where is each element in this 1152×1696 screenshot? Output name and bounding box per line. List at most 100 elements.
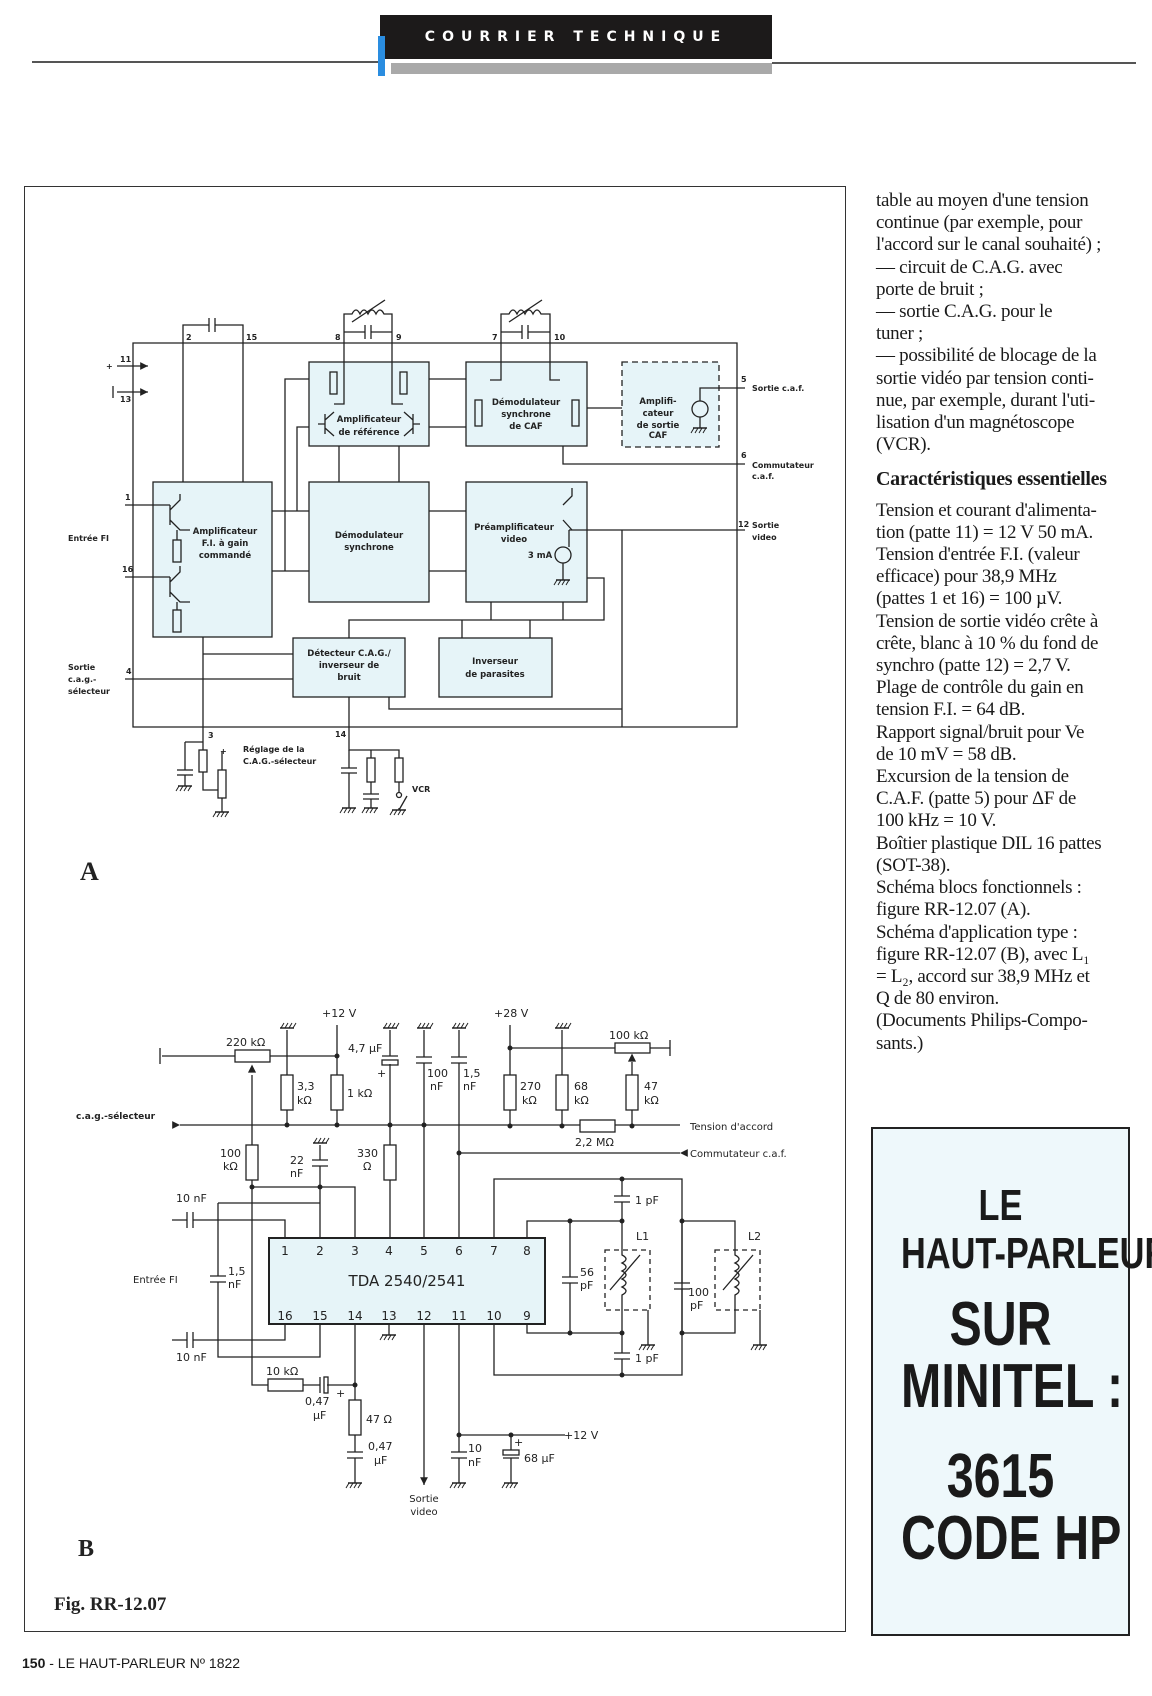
r-47k-label-1: 47 bbox=[644, 1080, 658, 1093]
current-source-label: 3 mA bbox=[528, 551, 553, 561]
spec-line: Plage de contrôle du gain en bbox=[876, 677, 1084, 699]
block-diagram-a bbox=[112, 299, 745, 812]
agc-out-label-1: Sortie bbox=[68, 663, 96, 672]
r-68k-label-2: kΩ bbox=[574, 1094, 589, 1107]
intro-line: continue (par exemple, pour bbox=[876, 212, 1083, 234]
coil-l2-label: L2 bbox=[748, 1230, 761, 1243]
spec-line: Schéma blocs fonctionnels : bbox=[876, 877, 1082, 899]
pin-2: 2 bbox=[186, 333, 192, 342]
r-2m2-label: 2,2 MΩ bbox=[575, 1136, 614, 1149]
agc-detector-label-3: bruit bbox=[337, 673, 360, 683]
spec-line: Schéma d'application type : bbox=[876, 921, 1078, 943]
ic-pin-14: 14 bbox=[347, 1309, 362, 1323]
pin-16: 16 bbox=[122, 565, 134, 574]
ic-pin-12: 12 bbox=[416, 1309, 431, 1323]
section-banner bbox=[380, 15, 772, 59]
intro-line: tuner ; bbox=[876, 323, 923, 345]
ic-pin-3: 3 bbox=[351, 1244, 359, 1258]
sync-demod-label-1: Démodulateur bbox=[335, 530, 404, 541]
spec-line: Tension et courant d'alimenta- bbox=[876, 499, 1097, 521]
afc-demod-label-2: synchrone bbox=[501, 410, 551, 420]
if-amp-label-1: Amplificateur bbox=[193, 527, 258, 537]
afc-out-label-3: de sortie bbox=[637, 421, 680, 431]
pin-7: 7 bbox=[492, 333, 498, 342]
c-047a-label-2: µF bbox=[313, 1409, 326, 1422]
spec-line: Tension d'entrée F.I. (valeur bbox=[876, 544, 1080, 566]
c-047b-label-1: 0,47 bbox=[368, 1440, 393, 1453]
block-sync-demodulator bbox=[308, 481, 430, 603]
intro-line: l'accord sur le canal souhaité) ; bbox=[876, 234, 1102, 256]
pin-6: 6 bbox=[741, 451, 747, 460]
spec-line: Excursion de la tension de bbox=[876, 766, 1069, 788]
intro-line: — circuit de C.A.G. avec bbox=[876, 256, 1063, 278]
intro-line: nue, par exemple, durant l'uti- bbox=[876, 389, 1095, 411]
header-rule-left bbox=[32, 61, 378, 63]
ic-pin-15: 15 bbox=[312, 1309, 327, 1323]
r-68k-label-1: 68 bbox=[574, 1080, 588, 1093]
c-047a-plus: + bbox=[336, 1387, 345, 1400]
sync-demod-label-2: synchrone bbox=[344, 543, 394, 553]
r-47k-label-2: kΩ bbox=[644, 1094, 659, 1107]
agc-detector-label-2: inverseur de bbox=[319, 661, 380, 671]
c-1n5-label-1: 1,5 bbox=[463, 1067, 481, 1080]
ad-line-le: LE bbox=[978, 1181, 1023, 1230]
junction-dots-b bbox=[249, 1045, 685, 1438]
supply-12v-label: +12 V bbox=[322, 1007, 357, 1020]
ic-pin-11: 11 bbox=[451, 1309, 466, 1323]
c-10n-bottom-label: 10 nF bbox=[176, 1351, 207, 1364]
pin-11: 11 bbox=[120, 355, 132, 364]
publication-name: - LE HAUT-PARLEUR Nº 1822 bbox=[45, 1655, 241, 1671]
if-input-label: Entrée FI bbox=[68, 533, 109, 543]
afc-switch-label-2: c.a.f. bbox=[752, 472, 774, 481]
agc-out-label-3: sélecteur bbox=[68, 686, 110, 696]
afc-out-label-4: CAF bbox=[649, 431, 668, 441]
c-68u-plus: + bbox=[514, 1436, 523, 1449]
banner-gray-strip bbox=[391, 63, 772, 74]
page-footer: 150 - LE HAUT-PARLEUR Nº 1822 bbox=[22, 1655, 240, 1671]
c-100n-label-2: nF bbox=[430, 1080, 443, 1093]
intro-line: porte de bruit ; bbox=[876, 278, 984, 300]
c-1p-top-label: 1 pF bbox=[635, 1194, 659, 1207]
intro-line: sortie vidéo par tension conti- bbox=[876, 367, 1094, 389]
spec-line: Rapport signal/bruit pour Ve bbox=[876, 721, 1085, 743]
video-out-label-1: Sortie bbox=[752, 521, 780, 530]
r-330-label-2: Ω bbox=[363, 1160, 371, 1173]
afc-out-label-1: Amplifi- bbox=[639, 397, 677, 407]
pin-1: 1 bbox=[125, 493, 131, 502]
afc-output-label: Sortie c.a.f. bbox=[752, 384, 804, 393]
ad-line-code-hp: CODE HP bbox=[901, 1504, 1122, 1573]
ic-pin-1: 1 bbox=[281, 1244, 289, 1258]
afc-out-label-2: cateur bbox=[643, 409, 675, 419]
figure-frame bbox=[24, 186, 846, 1632]
vcr-label: VCR bbox=[412, 785, 430, 794]
spec-line: crête, blanc à 10 % du fond de bbox=[876, 632, 1099, 654]
panel-a-label: A bbox=[80, 857, 99, 886]
spec-text: Tension et courant d'alimenta-tion (patt… bbox=[876, 500, 1146, 1055]
spec-line: efficace) pour 38,9 MHz bbox=[876, 566, 1057, 588]
intro-line: — possibilité de blocage de la bbox=[876, 345, 1097, 367]
supply-12v-label-b: +12 V bbox=[564, 1429, 599, 1442]
spec-line: (Documents Philips-Compo- bbox=[876, 1010, 1088, 1032]
spec-line: Tension de sortie vidéo crête à bbox=[876, 610, 1099, 632]
ad-line-3615: 3615 bbox=[946, 1442, 1055, 1511]
spec-line: (pattes 1 et 16) = 100 µV. bbox=[876, 588, 1063, 610]
spec-line: tion (patte 11) = 12 V 50 mA. bbox=[876, 521, 1093, 543]
application-schematic-b bbox=[159, 1025, 761, 1485]
afc-switch-label-1: Commutateur bbox=[752, 461, 814, 470]
noise-inverter-label-1: Inverseur bbox=[472, 657, 519, 667]
spec-line: Boîtier plastique DIL 16 pattes bbox=[876, 832, 1102, 854]
r-270k-label-1: 270 bbox=[520, 1080, 541, 1093]
preamp-label-1: Préamplificateur bbox=[474, 522, 555, 533]
spec-line: figure RR-12.07 (A). bbox=[876, 899, 1031, 921]
ref-amp-label-2: de référence bbox=[338, 427, 399, 438]
c-56p-label-1: 56 bbox=[580, 1266, 594, 1279]
c-10n-top-label: 10 nF bbox=[176, 1192, 207, 1205]
intro-line: — sortie C.A.G. pour le bbox=[876, 301, 1053, 323]
pin-8: 8 bbox=[335, 333, 341, 342]
r-3k3-label-2: kΩ bbox=[297, 1094, 312, 1107]
pin-3: 3 bbox=[208, 731, 214, 740]
c-1n5-in-label-2: nF bbox=[228, 1278, 241, 1291]
r-1k-label: 1 kΩ bbox=[347, 1087, 372, 1100]
ic-pin-16: 16 bbox=[277, 1309, 292, 1323]
